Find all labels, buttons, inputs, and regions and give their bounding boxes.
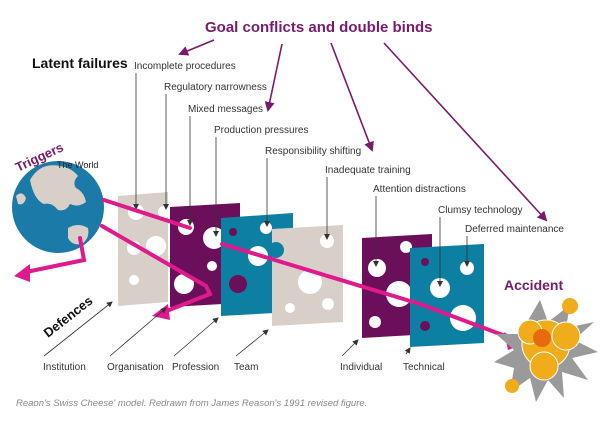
latent-label: Production pressures [214, 125, 309, 136]
defence-label: Technical [403, 362, 445, 373]
latent-label: Inadequate training [325, 165, 411, 176]
latent-label: Incomplete procedures [134, 61, 236, 72]
latent-label: Regulatory narrowness [164, 82, 267, 93]
defence-label: Organisation [107, 362, 164, 373]
goal-conflicts-title: Goal conflicts and double binds [205, 19, 433, 36]
defences-title: Defences [41, 293, 96, 340]
goal-arrow-mixed [264, 43, 283, 112]
goal-arrow-incomplete [178, 39, 215, 56]
the-world-label: The World [57, 160, 98, 170]
latent-labels: Incomplete procedures Regulatory narrown… [134, 61, 564, 235]
accident-title: Accident [504, 277, 563, 293]
defence-label: Individual [340, 362, 382, 373]
latent-label: Deferred maintenance [465, 224, 564, 235]
defence-label: Profession [172, 362, 219, 373]
latent-failures-title: Latent failures [32, 55, 128, 71]
latent-leader-lines [133, 73, 470, 287]
slice-team [268, 225, 343, 326]
latent-label: Responsibility shifting [265, 146, 361, 157]
latent-label: Mixed messages [188, 104, 263, 115]
latent-label: Attention distractions [373, 184, 466, 195]
goal-arrow-maintenance [383, 42, 548, 222]
goal-conflict-arrows [178, 39, 548, 222]
goal-arrow-training [330, 42, 374, 152]
hazard-trajectories [24, 198, 518, 342]
defence-leader-lines [43, 301, 411, 357]
defence-labels: Institution Organisation Profession Team… [43, 362, 445, 373]
defence-label: Team [234, 362, 258, 373]
figure-caption: Reaon's Swiss Cheese' model. Redrawn fro… [16, 398, 367, 409]
world-globe [12, 161, 104, 253]
latent-label: Clumsy technology [438, 205, 522, 216]
slice-technical [410, 244, 484, 347]
accident-explosion [494, 298, 598, 402]
defence-label: Institution [43, 362, 86, 373]
